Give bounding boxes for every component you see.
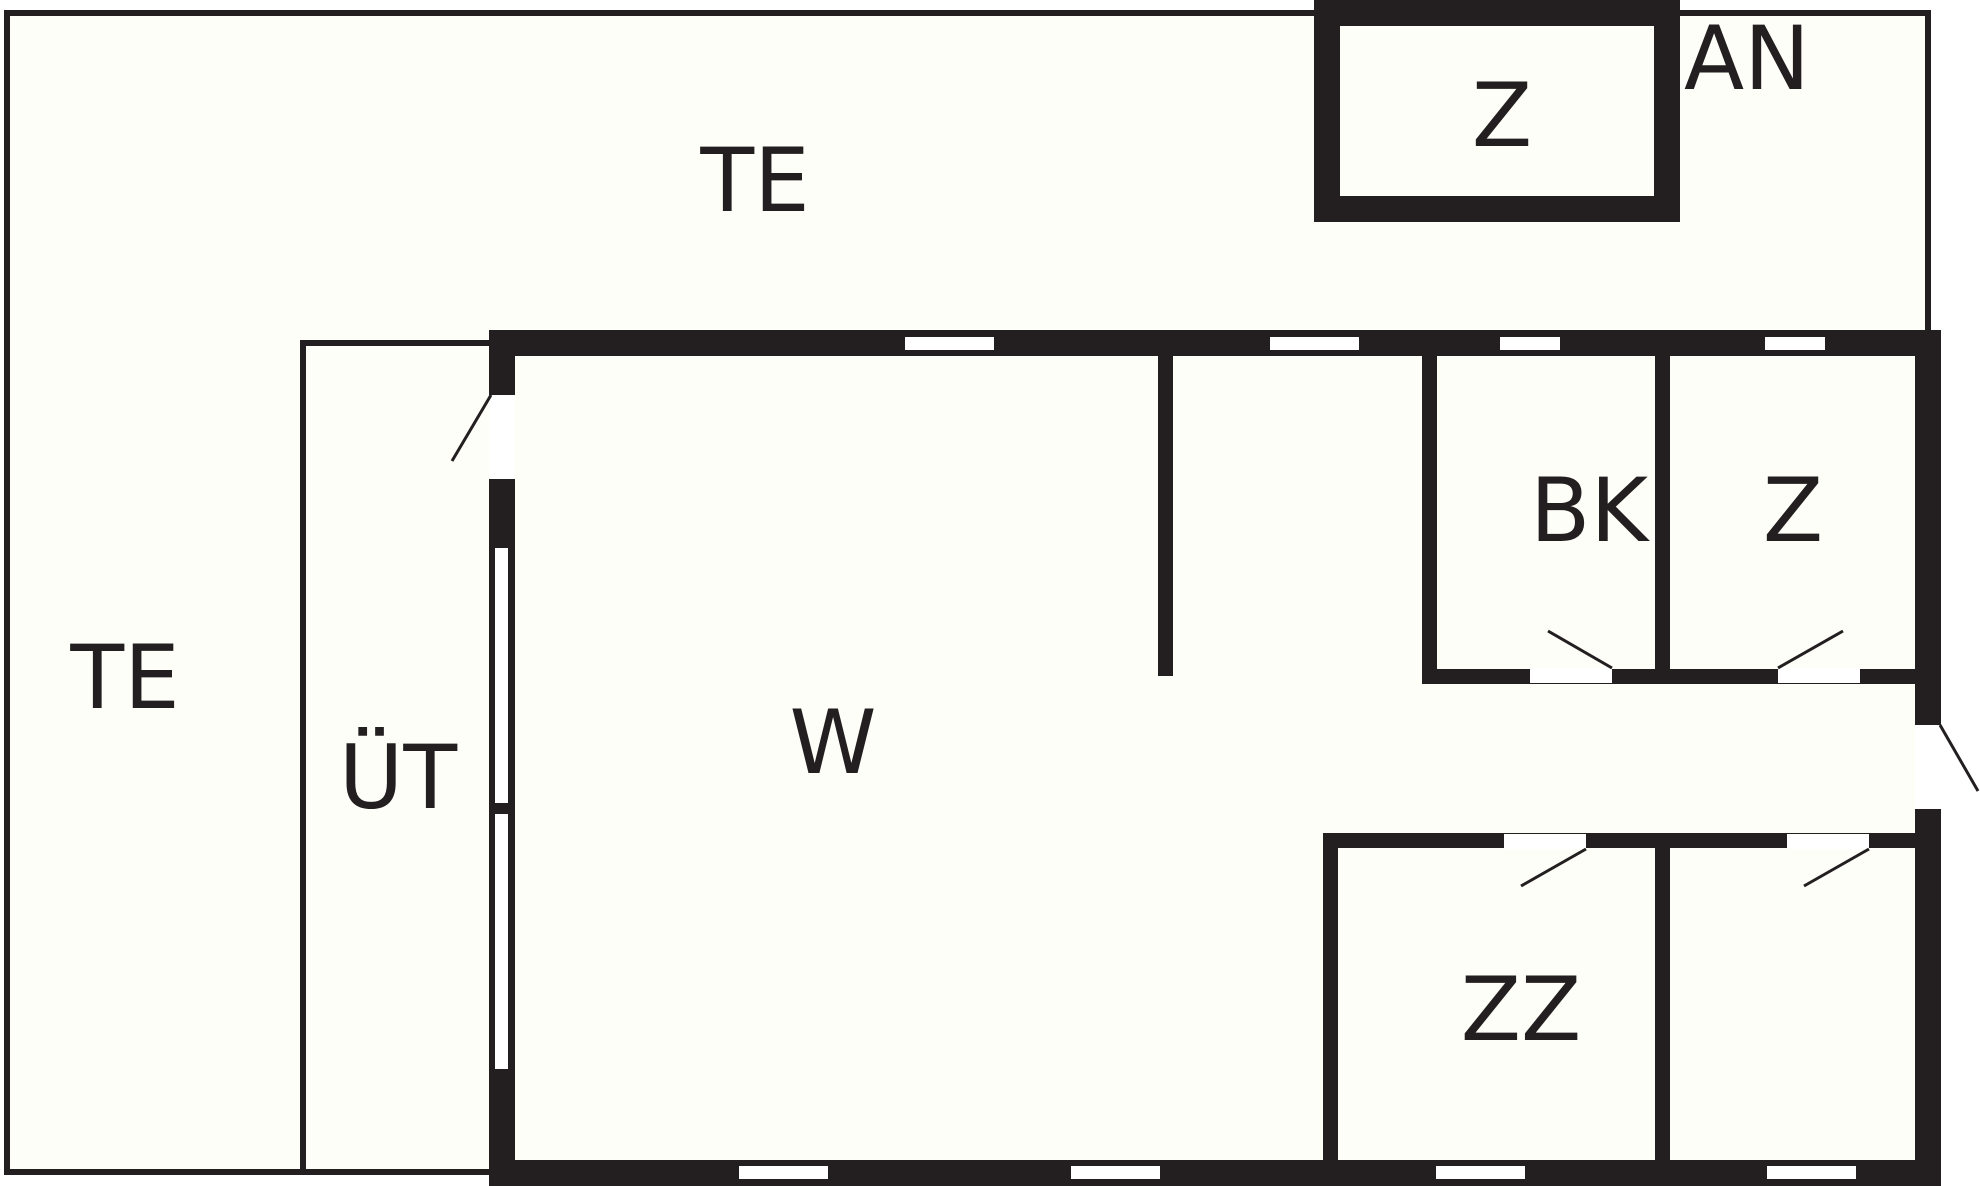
terrace-floor — [7, 13, 1928, 1172]
door-left-swing — [450, 394, 493, 462]
label-terrace-left: TE — [69, 626, 179, 729]
door-zr-opening — [1787, 834, 1869, 849]
wall-hall-bottom — [1323, 833, 1920, 848]
window-left-2 — [495, 814, 508, 1069]
label-room-right-top: Z — [1763, 459, 1823, 562]
storage-room — [1314, 0, 1680, 222]
door-zz-opening — [1504, 834, 1586, 849]
label-living: W — [789, 691, 876, 794]
window-top-2 — [1270, 337, 1359, 350]
label-overhang: ÜT — [339, 726, 458, 829]
wall-bottom — [489, 1160, 1941, 1186]
wall-partition-living — [1158, 350, 1173, 676]
label-storage-room: Z — [1472, 64, 1532, 167]
window-bottom-2 — [1071, 1166, 1160, 1179]
door-bk-opening — [1530, 668, 1612, 683]
window-bottom-4 — [1767, 1166, 1856, 1179]
room-labels: TE TE Z AN ÜT W BK Z ZZ — [69, 7, 1823, 1061]
door-right-opening — [1915, 725, 1941, 809]
storage-room-walls — [1314, 0, 1680, 222]
terrace-outline — [4, 10, 1931, 1175]
door-z-opening — [1778, 668, 1860, 683]
window-top-4 — [1765, 337, 1825, 350]
door-z-swing — [1777, 629, 1844, 670]
window-bottom-1 — [739, 1166, 828, 1179]
window-top-3 — [1500, 337, 1560, 350]
wall-zz-right — [1655, 833, 1670, 1173]
overhang-edge — [300, 340, 497, 1172]
wall-bk-left — [1422, 350, 1437, 684]
label-bathroom-kitchen: BK — [1530, 459, 1650, 562]
wall-zz-left — [1323, 833, 1338, 1173]
label-annex: AN — [1684, 7, 1810, 110]
door-right-swing — [1938, 724, 1980, 792]
window-bottom-3 — [1436, 1166, 1525, 1179]
doors — [450, 394, 1980, 888]
window-top-1 — [905, 337, 994, 350]
wall-top — [489, 330, 1941, 356]
windows — [495, 337, 1856, 1179]
label-double-room: ZZ — [1461, 958, 1582, 1061]
living-floor — [497, 338, 1937, 1172]
door-zz-swing — [1520, 847, 1587, 888]
door-zr-swing — [1803, 847, 1870, 888]
door-bk-swing — [1547, 629, 1613, 670]
door-left-opening — [489, 395, 515, 479]
wall-bk-right — [1655, 350, 1670, 684]
terrace-outer-edge — [4, 10, 1931, 1175]
label-terrace-top: TE — [699, 129, 809, 232]
window-left-1 — [495, 548, 508, 803]
